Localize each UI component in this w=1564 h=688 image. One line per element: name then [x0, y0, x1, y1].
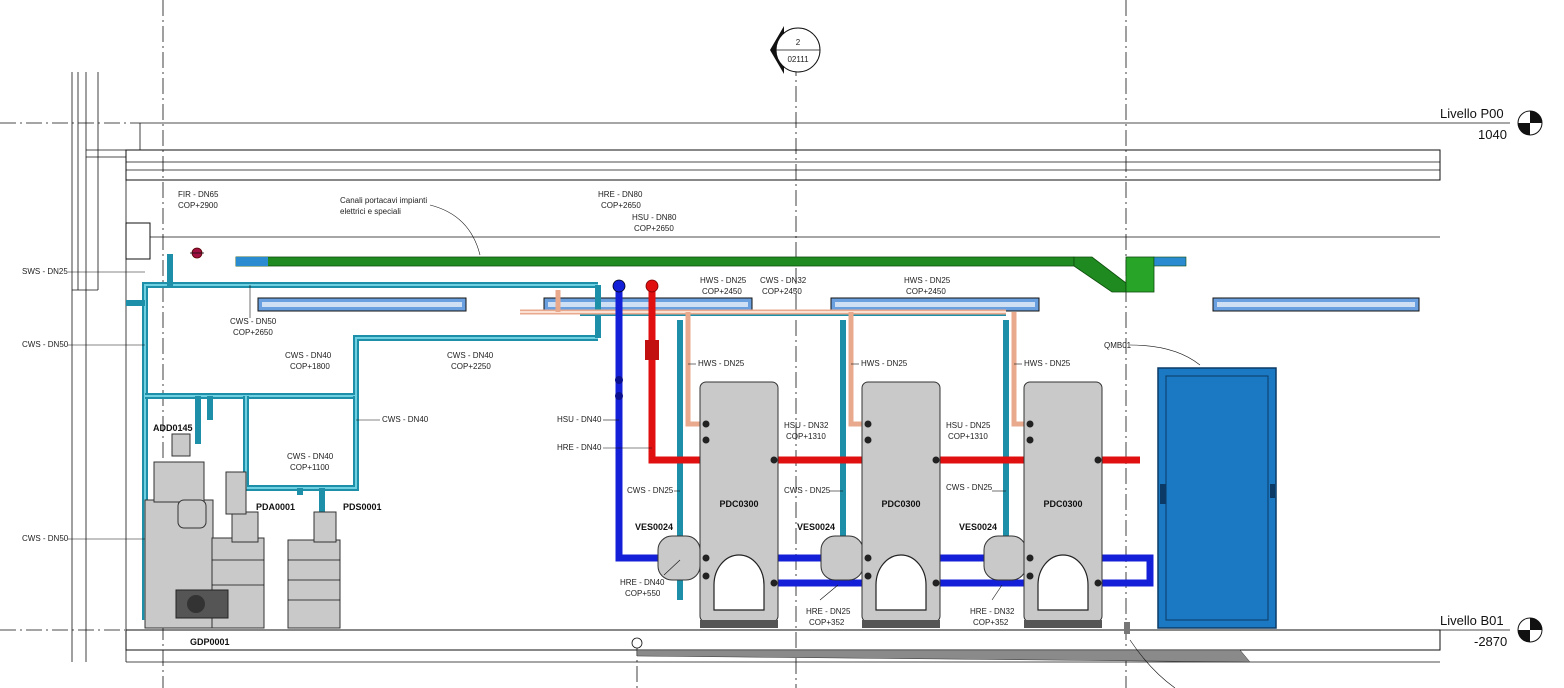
label-hsu-dn32-1310: HSU - DN32	[784, 421, 829, 430]
tag-qmb: QMB01	[1104, 341, 1132, 350]
label-hws-dn25-2450-b-cop: COP+2450	[906, 287, 946, 296]
equipment-tags: ADD0145 PDA0001 PDS0001 GDP0001 VES0024 …	[153, 341, 1132, 647]
level-elevation: 1040	[1478, 127, 1507, 142]
label-cws-dn40-1800: CWS - DN40	[285, 351, 332, 360]
grid-marker-sheet: 02111	[787, 55, 809, 64]
label-cws-dn40-2250: CWS - DN40	[447, 351, 494, 360]
label-hsu-dn40: HSU - DN40	[557, 415, 602, 424]
tag-gdp: GDP0001	[190, 637, 230, 647]
label-hsu-dn25-1310: HSU - DN25	[946, 421, 991, 430]
label-hws-dn25-2: HWS - DN25	[861, 359, 908, 368]
tag-pdc-2: PDC0300	[881, 499, 920, 509]
pump-group	[144, 433, 341, 629]
label-hre-dn25-352: HRE - DN25	[806, 607, 851, 616]
pipe-labels: FIR - DN65 COP+2900 SWS - DN25 CWS - DN5…	[22, 190, 1071, 627]
cable-tray	[235, 256, 1187, 293]
label-hws-dn25-2450-b: HWS - DN25	[904, 276, 951, 285]
expansion-vessels	[657, 535, 1027, 581]
heat-pump-tank	[861, 381, 941, 628]
heat-pump-tank	[699, 381, 779, 628]
label-hre-dn40: HRE - DN40	[557, 443, 602, 452]
leader-lines	[68, 204, 1201, 688]
label-hre-dn32-352: HRE - DN32	[970, 607, 1015, 616]
label-hws-dn25-3: HWS - DN25	[1024, 359, 1071, 368]
label-cws-dn40-2250-cop: COP+2250	[451, 362, 491, 371]
label-cws-dn50: CWS - DN50	[230, 317, 277, 326]
fire-pipe-section	[190, 247, 204, 259]
label-hsu-dn80-cop: COP+2650	[634, 224, 674, 233]
label-hsu-dn80: HSU - DN80	[632, 213, 677, 222]
label-cws-dn40-1100-cop: COP+1100	[290, 463, 330, 472]
tag-ves-3: VES0024	[959, 522, 997, 532]
label-hsu-dn25-1310-cop: COP+1310	[948, 432, 988, 441]
tag-pdc-1: PDC0300	[719, 499, 758, 509]
tag-pds: PDS0001	[343, 502, 382, 512]
label-cws-dn25-2: CWS - DN25	[784, 486, 831, 495]
hot-water-piping	[520, 290, 1024, 427]
tag-pda: PDA0001	[256, 502, 295, 512]
label-fir-cop: COP+2900	[178, 201, 218, 210]
label-sws: SWS - DN25	[22, 267, 68, 276]
label-hre-dn32-352-cop: COP+352	[973, 618, 1009, 627]
label-cws-dn32-2450: CWS - DN32	[760, 276, 807, 285]
grid-marker: 2 02111	[770, 26, 821, 74]
label-cws-dn40-1100: CWS - DN40	[287, 452, 334, 461]
label-hre-dn80: HRE - DN80	[598, 190, 643, 199]
label-hre-dn25-352-cop: COP+352	[809, 618, 845, 627]
tag-ves-2: VES0024	[797, 522, 835, 532]
light-fixtures	[257, 297, 1420, 312]
label-hsu-dn32-1310-cop: COP+1310	[786, 432, 826, 441]
tag-ves-1: VES0024	[635, 522, 673, 532]
note-canali-line1: Canali portacavi impianti	[340, 196, 427, 205]
label-cws-dn50-bottom: CWS - DN50	[22, 534, 69, 543]
label-cws-dn25-3: CWS - DN25	[946, 483, 993, 492]
level-marker-p00: Livello P00 1040	[1440, 106, 1543, 142]
label-hws-dn25-2450-a: HWS - DN25	[700, 276, 747, 285]
label-cws-dn50-top: CWS - DN50	[22, 340, 69, 349]
label-cws-dn50-cop: COP+2650	[233, 328, 273, 337]
label-hws-dn25-1: HWS - DN25	[698, 359, 745, 368]
level-name: Livello P00	[1440, 106, 1504, 121]
label-hre-dn80-cop: COP+2650	[601, 201, 641, 210]
tag-pdc-3: PDC0300	[1043, 499, 1082, 509]
heat-pump-tank	[1023, 381, 1103, 628]
level-marker-b01: Livello B01 -2870	[1440, 613, 1543, 649]
note-canali-line2: elettrici e speciali	[340, 207, 401, 216]
building-structure	[71, 72, 1441, 663]
label-cws-dn40: CWS - DN40	[382, 415, 429, 424]
electrical-panel	[1157, 367, 1277, 629]
heating-supply-piping	[645, 279, 1140, 464]
level-name: Livello B01	[1440, 613, 1504, 628]
label-fir: FIR - DN65	[178, 190, 219, 199]
label-cws-dn25-1: CWS - DN25	[627, 486, 674, 495]
label-hre-dn40-550-cop: COP+550	[625, 589, 661, 598]
level-elevation: -2870	[1474, 634, 1507, 649]
label-cws-dn32-2450-cop: COP+2450	[762, 287, 802, 296]
label-hre-dn40-550: HRE - DN40	[620, 578, 665, 587]
tag-add: ADD0145	[153, 423, 193, 433]
label-cws-dn40-1800-cop: COP+1800	[290, 362, 330, 371]
label-hws-dn25-2450-a-cop: COP+2450	[702, 287, 742, 296]
heat-pump-tanks	[699, 381, 1103, 628]
grid-marker-number: 2	[796, 38, 801, 47]
